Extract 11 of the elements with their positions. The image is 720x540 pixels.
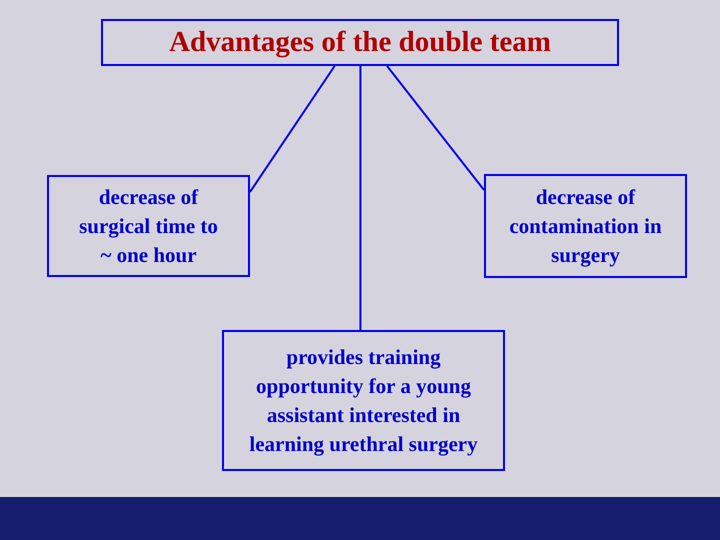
advantage-box [47, 175, 250, 277]
title-box [101, 19, 619, 66]
advantage-text: provides training opportunity for a young assistant interested in learning urethral surgery [248, 344, 479, 458]
connector-line [359, 66, 362, 330]
connector-line [249, 65, 336, 193]
advantage-text: decrease of surgical time to ~ one hour [78, 184, 219, 268]
connector-line [386, 65, 485, 191]
advantage-text: decrease of contamination in surgery [508, 184, 663, 269]
advantage-box [222, 330, 505, 471]
title: Advantages of the double team [169, 25, 551, 60]
advantage-box [484, 174, 687, 278]
